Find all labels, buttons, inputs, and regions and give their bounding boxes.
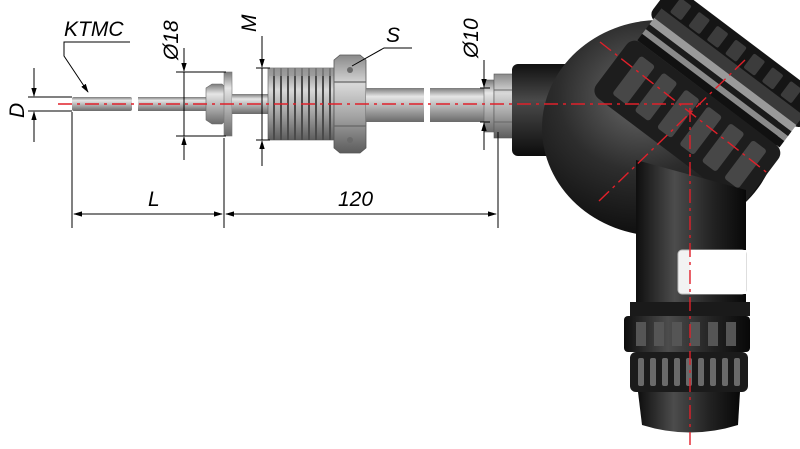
label-d: D	[6, 103, 29, 118]
label-diameter-10: Ø10	[460, 18, 483, 59]
labels: KTMC D Ø18 M S Ø10 L 120	[6, 14, 483, 211]
label-diameter-18: Ø18	[160, 20, 183, 61]
label-l: L	[148, 188, 160, 211]
dimensions	[28, 36, 499, 228]
connection-head	[512, 0, 800, 433]
cable-gland	[624, 302, 750, 433]
label-m: M	[238, 14, 261, 32]
centerlines	[58, 41, 771, 445]
sheath-tip	[72, 97, 132, 111]
head-lid	[594, 0, 800, 203]
lid-axis-b	[597, 59, 746, 203]
label-s: S	[386, 24, 400, 47]
label-120: 120	[338, 188, 373, 211]
tube	[366, 88, 424, 122]
lid-axis-a	[599, 41, 771, 176]
tube-segment	[430, 88, 484, 122]
label-ktmc: KTMC	[64, 18, 124, 41]
gland-nut	[493, 73, 515, 139]
ktmc-leader	[63, 41, 130, 93]
s-leader	[351, 47, 412, 67]
